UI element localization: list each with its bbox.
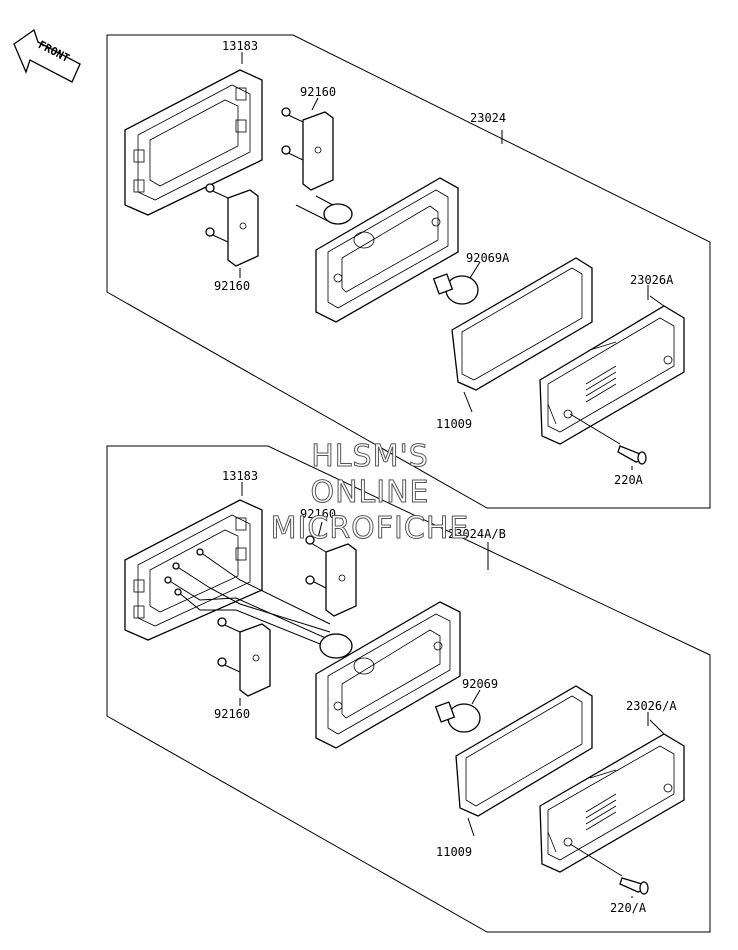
lower-label-bulb: 92069 [462, 677, 498, 691]
lower-stud-plate-top [305, 535, 357, 617]
lower-lens-grille [547, 769, 617, 853]
upper-assembly: 13183 23024 92160 92160 92069A 23026A 11… [106, 34, 711, 509]
upper-lens [539, 295, 685, 445]
lower-label-lens: 23026/A [626, 699, 677, 713]
upper-label-bulb: 92069A [466, 251, 510, 265]
upper-label-screw: 220A [614, 473, 644, 487]
lower-label-gasket: 11009 [436, 845, 472, 859]
lower-bracket [124, 499, 263, 641]
watermark: HLSM'S ONLINE MICROFICHE [270, 439, 470, 547]
lower-assembly-frame [106, 445, 711, 933]
upper-label-gasket: 11009 [436, 417, 472, 431]
upper-screw [569, 413, 647, 465]
front-arrow-icon: FRONT [13, 28, 81, 83]
upper-label-main: 23024 [470, 111, 506, 125]
watermark-line-1: HLSM'S [311, 439, 429, 474]
lower-wiring [164, 548, 331, 649]
lower-stud-plate-bottom [217, 617, 271, 697]
lower-lens [539, 719, 685, 873]
upper-assembly-frame [106, 34, 711, 509]
lower-label-bracket: 13183 [222, 469, 258, 483]
lower-bulb [434, 689, 481, 733]
upper-stud-plate-top [281, 107, 334, 191]
upper-label-stud-top: 92160 [300, 85, 336, 99]
upper-stud-plate-bottom [205, 183, 259, 267]
lower-screw [569, 843, 649, 895]
lower-label-main: 23024A/B [448, 527, 506, 541]
upper-label-stud-bottom: 92160 [214, 279, 250, 293]
upper-lens-grille [547, 341, 617, 425]
upper-bracket [124, 69, 263, 216]
lower-gasket [455, 685, 593, 837]
lower-assembly: 13183 23024A/B 92160 92160 92069 23026/A… [106, 445, 711, 933]
lower-label-stud-top: 92160 [300, 507, 336, 521]
lower-label-screw: 220/A [610, 901, 647, 915]
lower-lamp-housing [315, 601, 461, 749]
upper-label-lens: 23026A [630, 273, 674, 287]
watermark-line-3: MICROFICHE [271, 511, 470, 546]
upper-bulb [432, 261, 481, 305]
watermark-line-2: ONLINE [310, 475, 429, 510]
upper-lamp-housing [295, 177, 459, 323]
lower-label-stud-bottom: 92160 [214, 707, 250, 721]
upper-gasket [451, 257, 593, 413]
upper-label-bracket: 13183 [222, 39, 258, 53]
